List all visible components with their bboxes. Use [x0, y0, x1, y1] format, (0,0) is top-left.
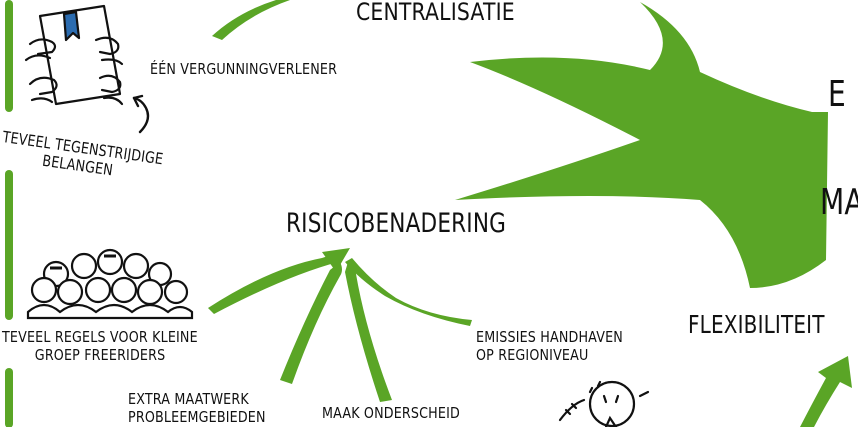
label-teveel-regels-line2: GROEP FREERIDERS — [34, 346, 166, 364]
arrow-from-extra-maatwerk — [280, 262, 342, 384]
label-cut-word-2: MA — [820, 182, 858, 223]
crowd-icon — [26, 248, 194, 320]
arrow-to-centralisatie — [212, 0, 290, 40]
arrow-from-emissies — [345, 258, 472, 326]
left-divider-bottom — [5, 368, 13, 427]
label-flexibiliteit: FLEXIBILITEIT — [688, 310, 825, 339]
label-emissies-line1: EMISSIES HANDHAVEN — [476, 328, 623, 346]
arrow-from-teveel-regels — [208, 252, 341, 314]
label-een-vergunningverlener: ÉÉN VERGUNNINGVERLENER — [150, 60, 338, 78]
arrow-from-maak-onderscheid — [345, 262, 392, 402]
big-converging-arrow — [455, 2, 828, 288]
label-teveel-regels-line1: TEVEEL REGELS VOOR KLEINE — [2, 328, 198, 346]
arrow-to-flexibiliteit — [800, 356, 852, 427]
label-extra-maatwerk-line2: PROBLEEMGEBIEDEN — [128, 408, 266, 426]
label-cut-word-1: E — [828, 74, 846, 115]
label-extra-maatwerk: EXTRA MAATWERK PROBLEEMGEBIEDEN — [128, 390, 266, 426]
label-teveel-regels: TEVEEL REGELS VOOR KLEINE GROEP FREERIDE… — [2, 328, 198, 364]
curved-arrow-icon — [132, 94, 150, 134]
label-emissies-line2: OP REGIONIVEAU — [476, 346, 589, 364]
label-maak-onderscheid: MAAK ONDERSCHEID — [322, 404, 460, 422]
label-risicobenadering: RISICOBENADERING — [286, 208, 507, 239]
label-extra-maatwerk-line1: EXTRA MAATWERK — [128, 390, 249, 408]
left-divider-middle — [5, 170, 13, 320]
left-divider-top — [5, 0, 13, 112]
document-with-hands-icon — [24, 4, 124, 106]
person-sketch-icon — [558, 380, 650, 427]
label-emissies: EMISSIES HANDHAVEN OP REGIONIVEAU — [476, 328, 623, 364]
arrowhead-risicobenadering — [322, 248, 350, 272]
label-centralisatie: CENTRALISATIE — [356, 0, 515, 26]
